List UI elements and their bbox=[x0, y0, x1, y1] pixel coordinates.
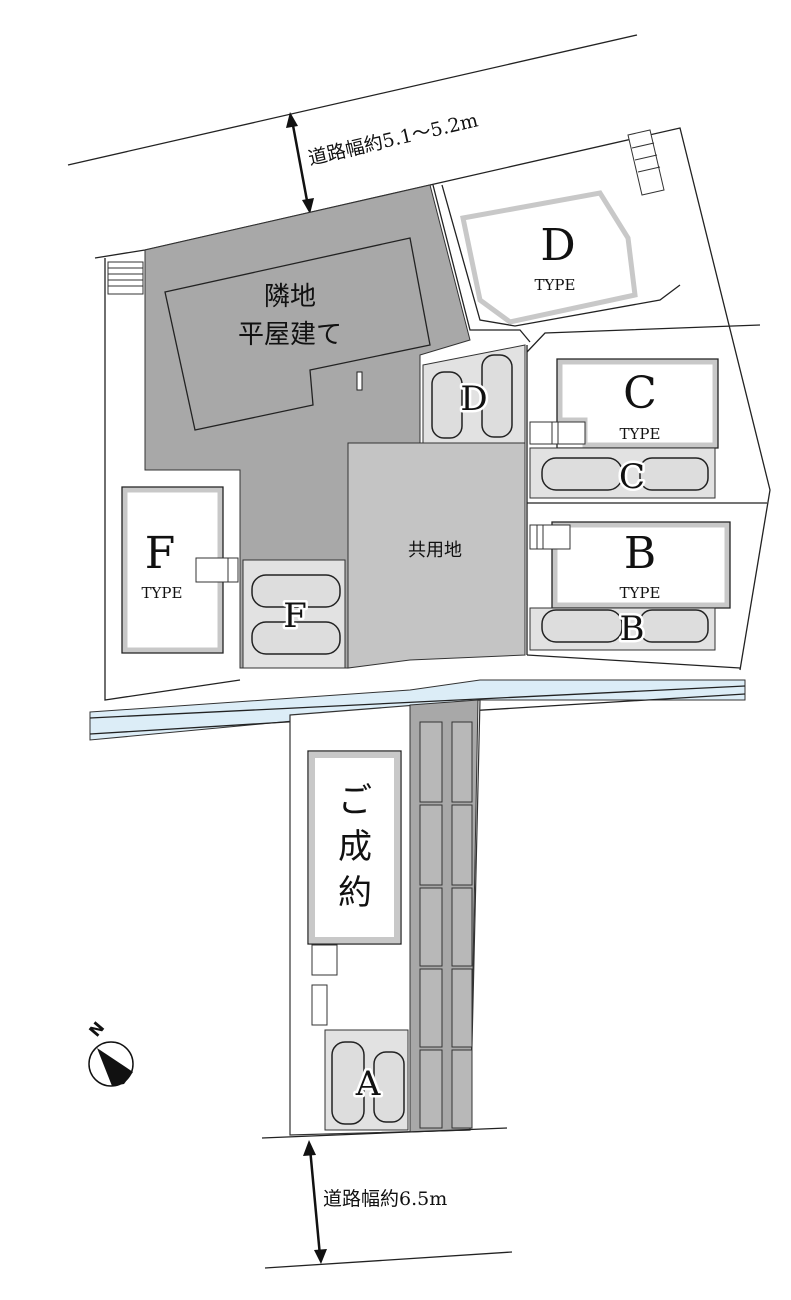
car-icon bbox=[251, 574, 341, 608]
sold-char-2: 成 bbox=[338, 827, 372, 867]
car-icon bbox=[541, 457, 623, 491]
neighbor-label-line1: 隣地 bbox=[264, 282, 316, 312]
parking-a-label: A bbox=[355, 1064, 381, 1104]
car-icon bbox=[331, 1041, 365, 1125]
car-icon bbox=[251, 621, 341, 655]
car-icon bbox=[373, 1051, 405, 1123]
stairs-c bbox=[529, 421, 586, 445]
house-b-letter: B bbox=[624, 528, 656, 579]
house-d-letter: D bbox=[540, 220, 575, 271]
house-f-letter: F bbox=[145, 528, 176, 579]
stairs-north-east bbox=[627, 129, 665, 196]
house-b-outline bbox=[551, 521, 731, 609]
house-c-type: TYPE bbox=[620, 425, 661, 443]
house-b-type: TYPE bbox=[620, 584, 661, 602]
house-c-letter: C bbox=[623, 368, 657, 419]
car-icon bbox=[639, 609, 709, 643]
sold-char-1: ご bbox=[338, 781, 372, 821]
north-road-width-label: 道路幅約5.1〜5.2m bbox=[306, 109, 480, 169]
south-road-width-arrow bbox=[303, 1140, 327, 1264]
house-a bbox=[309, 752, 400, 943]
neighbor-building-outline bbox=[164, 237, 431, 431]
stairs-b bbox=[529, 524, 571, 550]
site-boundary-north bbox=[94, 127, 771, 671]
parking-f-label: F bbox=[283, 596, 307, 636]
canal bbox=[89, 679, 746, 741]
lot-divider bbox=[526, 654, 741, 669]
parking-c-label: C bbox=[619, 457, 645, 497]
common-area-label: 共用地 bbox=[408, 540, 462, 561]
house-d bbox=[460, 190, 638, 325]
stairs-a bbox=[311, 944, 338, 1026]
stairs-f bbox=[195, 557, 239, 583]
sold-char-3: 約 bbox=[338, 873, 372, 913]
house-f bbox=[122, 487, 223, 653]
lane-cells bbox=[419, 721, 473, 1129]
north-road-edge bbox=[67, 34, 638, 166]
house-f-type: TYPE bbox=[142, 584, 183, 602]
canal-edge bbox=[89, 685, 746, 719]
parking-d-label: D bbox=[460, 379, 487, 419]
compass-north-label: N bbox=[85, 1018, 108, 1040]
car-icon bbox=[481, 354, 513, 438]
house-f-outline bbox=[121, 486, 224, 654]
neighbor-marker bbox=[356, 371, 363, 391]
parking-b-label: B bbox=[620, 609, 645, 649]
lot-d-boundary bbox=[441, 184, 681, 327]
house-b bbox=[552, 522, 730, 608]
house-c-outline bbox=[556, 358, 719, 449]
driveway-d bbox=[432, 184, 531, 343]
house-c bbox=[557, 359, 718, 448]
car-icon bbox=[431, 371, 463, 439]
common-area bbox=[347, 442, 526, 669]
car-icon bbox=[541, 609, 623, 643]
neighbor-label-line2: 平屋建て bbox=[238, 320, 342, 350]
house-a-outline bbox=[307, 750, 402, 945]
stairs-west bbox=[107, 261, 144, 295]
south-road-width-label: 道路幅約6.5m bbox=[323, 1188, 447, 1210]
south-road-edge bbox=[264, 1251, 513, 1269]
south-road-edge bbox=[261, 1127, 508, 1139]
north-compass-icon: N bbox=[85, 1018, 134, 1087]
north-road-width-arrow bbox=[286, 112, 314, 214]
car-icon bbox=[639, 457, 709, 491]
east-lot-lines bbox=[526, 324, 761, 353]
house-d-type: TYPE bbox=[535, 276, 576, 294]
west-boundary bbox=[104, 258, 241, 701]
